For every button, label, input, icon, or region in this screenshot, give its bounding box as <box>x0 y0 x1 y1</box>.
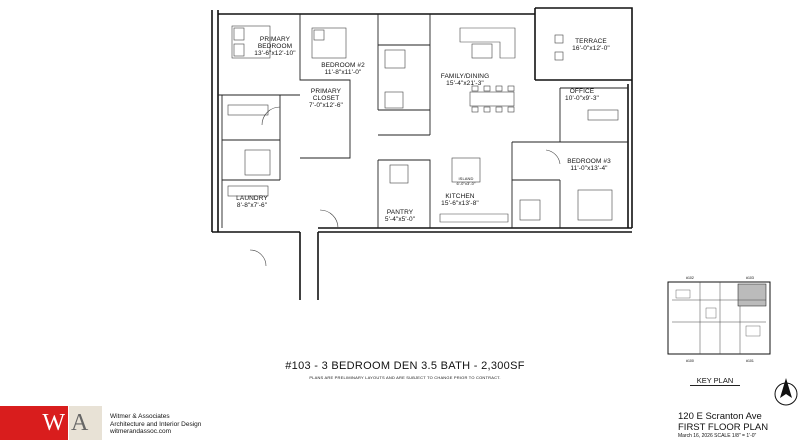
plan-disclaimer: PLANS ARE PRELIMINARY LAYOUTS AND ARE SU… <box>309 375 501 380</box>
room-kitchen: KITCHEN 15'-6"x13'-8" <box>435 193 485 207</box>
room-dimensions: 11'-8"x11'-0" <box>324 69 362 76</box>
room-name: CLOSET <box>312 95 340 102</box>
key-plan-map <box>667 281 771 355</box>
firm-website: witmerandassoc.com <box>110 428 172 435</box>
furniture <box>227 25 619 267</box>
firm-name: Witmer & Associates <box>110 413 170 420</box>
room-primary-closet: PRIMARY CLOSET 7'-0"x12'-6" <box>302 88 350 109</box>
room-name: PANTRY <box>386 209 414 216</box>
room-terrace: TERRACE 16'-0"x12'-0" <box>566 38 616 52</box>
room-name: LAUNDRY <box>236 195 268 202</box>
room-dimensions: 11'-0"x13'-4" <box>570 165 608 172</box>
firm-info: Witmer & Associates Architecture and Int… <box>110 413 201 436</box>
title-block: 120 E Scranton Ave FIRST FLOOR PLAN <box>678 411 769 433</box>
room-laundry: LAUNDRY 8'-8"x7'-6" <box>232 195 272 209</box>
sheet-title: FIRST FLOOR PLAN <box>678 421 769 433</box>
room-name: KITCHEN <box>445 193 475 200</box>
room-name: BEDROOM #2 <box>321 62 365 69</box>
room-dimensions: 15'-4"x21'-3" <box>446 80 484 87</box>
key-plan-unit-100: #100 <box>686 359 694 363</box>
room-island: ISLAND 6'-0"x3'-0" <box>452 176 480 186</box>
room-name: BEDROOM <box>257 43 293 50</box>
key-plan-unit-102: #102 <box>686 276 694 280</box>
logo-a: A <box>68 406 102 440</box>
room-name: OFFICE <box>569 88 595 95</box>
room-name: ISLAND <box>458 176 474 181</box>
room-bedroom-3: BEDROOM #3 11'-0"x13'-4" <box>564 158 614 172</box>
room-name: FAMILY/DINING <box>440 73 490 80</box>
room-dimensions: 6'-0"x3'-0" <box>456 181 476 186</box>
room-bedroom-2: BEDROOM #2 11'-8"x11'-0" <box>318 62 368 76</box>
room-dimensions: 10'-0"x9'-3" <box>565 95 599 102</box>
firm-tagline: Architecture and Interior Design <box>110 420 202 428</box>
firm-logo: W A <box>0 406 102 440</box>
address: 120 E Scranton Ave <box>678 411 762 422</box>
date-scale: March 16, 2026 SCALE 1/8" = 1'-0" <box>678 433 757 439</box>
key-plan-label: KEY PLAN <box>690 376 740 386</box>
exterior-walls <box>211 7 633 300</box>
room-office: OFFICE 10'-0"x9'-3" <box>560 88 604 102</box>
room-name: BEDROOM #3 <box>567 158 611 165</box>
key-plan-unit-101: #101 <box>746 359 754 363</box>
logo-w: W <box>0 406 68 440</box>
room-pantry: PANTRY 5'-4"x5'-0" <box>382 209 418 223</box>
room-dimensions: 13'-6"x12'-10" <box>254 50 296 57</box>
room-name: PRIMARY <box>259 36 291 43</box>
room-dimensions: 7'-0"x12'-6" <box>309 102 343 109</box>
room-dimensions: 8'-8"x7'-6" <box>236 202 268 209</box>
room-family-dining: FAMILY/DINING 15'-4"x21'-3" <box>430 73 500 87</box>
north-arrow-icon <box>774 378 798 406</box>
room-dimensions: 15'-6"x13'-8" <box>441 200 479 207</box>
key-plan-unit-103: #103 <box>746 276 754 280</box>
interior-walls <box>218 14 628 228</box>
plan-title: #103 - 3 BEDROOM DEN 3.5 BATH - 2,300SF <box>285 360 525 372</box>
room-dimensions: 16'-0"x12'-0" <box>572 45 610 52</box>
room-dimensions: 5'-4"x5'-0" <box>384 216 416 223</box>
room-name: TERRACE <box>575 38 607 45</box>
room-primary-bedroom: PRIMARY BEDROOM 13'-6"x12'-10" <box>250 36 300 57</box>
room-name: PRIMARY <box>310 88 342 95</box>
